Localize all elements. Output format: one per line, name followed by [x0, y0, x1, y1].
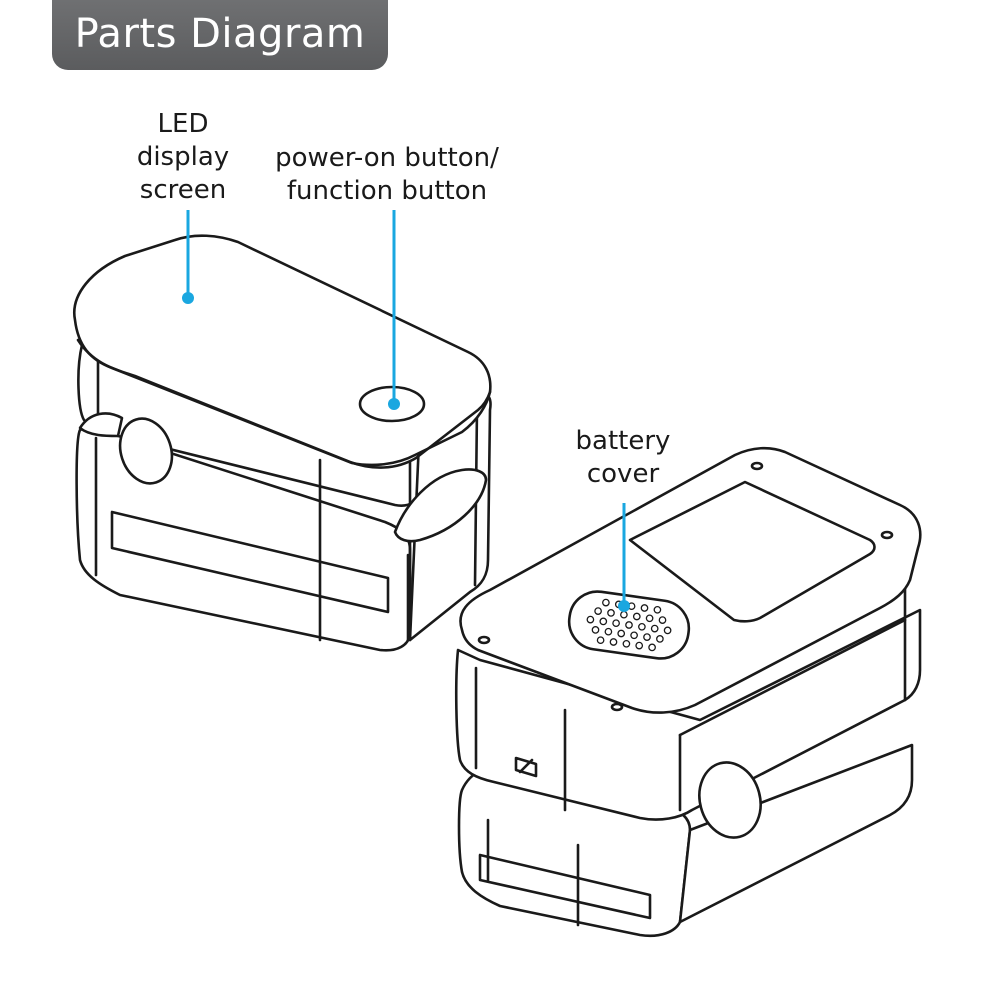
grille-dot	[595, 608, 601, 614]
grille-dot	[613, 620, 619, 626]
grille-dot	[597, 637, 603, 643]
grille-dot	[649, 644, 655, 650]
grille-dot	[652, 625, 658, 631]
grille-dot	[600, 618, 606, 624]
grille-dot	[641, 605, 647, 611]
grille-dot	[631, 632, 637, 638]
grille-dot	[636, 642, 642, 648]
oximeter-rear-view	[456, 448, 920, 936]
screw-hole-4	[612, 704, 622, 710]
grille-dot	[657, 636, 663, 642]
grille-dot	[603, 599, 609, 605]
grille-dot	[654, 607, 660, 613]
oximeter-front-view	[74, 236, 490, 651]
screw-hole-3	[479, 637, 489, 643]
grille-dot	[623, 641, 629, 647]
grille-dot	[659, 617, 665, 623]
grille-dot	[592, 627, 598, 633]
grille-dot	[644, 634, 650, 640]
callout-power-dot	[388, 398, 400, 410]
grille-dot	[610, 639, 616, 645]
grille-dot	[646, 615, 652, 621]
callout-led-dot	[182, 292, 194, 304]
grille-dot	[605, 629, 611, 635]
grille-dot	[608, 610, 614, 616]
screw-hole-1	[752, 463, 762, 469]
screw-hole-2	[882, 532, 892, 538]
grille-dot	[626, 622, 632, 628]
grille-dot	[587, 616, 593, 622]
grille-dot	[639, 624, 645, 630]
callout-battery-dot	[618, 600, 630, 612]
grille-dot	[618, 630, 624, 636]
grille-dot	[621, 612, 627, 618]
grille-dot	[664, 627, 670, 633]
grille-dot	[634, 613, 640, 619]
